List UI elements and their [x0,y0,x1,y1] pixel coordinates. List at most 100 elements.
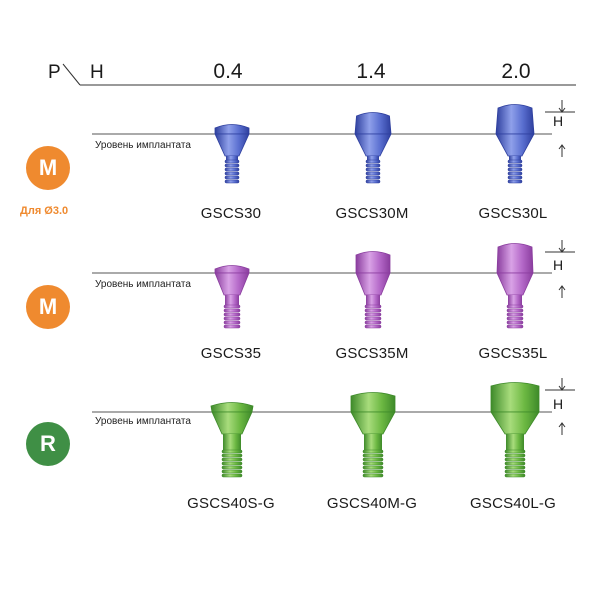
product-code-1-2: GSCS30M [335,205,409,222]
thread-2-3 [506,304,524,309]
thread-1-2 [365,167,381,172]
thread-2-2 [364,308,382,313]
thread-3-1 [221,473,243,478]
implant-level-label-2: Уровень имплантата [95,279,191,290]
thread-3-1 [221,457,243,462]
thread-1-2 [365,175,381,180]
abutment-cone-1-3 [495,133,535,157]
product-code-3-2: GSCS40M-G [326,495,418,512]
thread-3-3 [504,473,526,478]
column-header-1: 1.4 [356,60,386,83]
thread-2-3 [506,308,524,313]
thread-2-2 [364,324,382,329]
abutment-head-1-1 [214,124,250,135]
product-code-2-1: GSCS35 [200,345,262,362]
implant-level-label-3: Уровень имплантата [95,416,191,427]
implant-level-label-1: Уровень имплантата [95,140,191,151]
thread-1-1 [224,163,240,168]
h-marker-2: H [553,257,564,273]
thread-3-3 [504,453,526,458]
product-code-3-1: GSCS40S-G [187,495,275,512]
header-diagonal [62,63,81,86]
abutment-head-1-2 [354,112,392,135]
thread-2-2 [364,320,382,325]
thread-3-1 [221,461,243,466]
thread-3-3 [504,465,526,470]
thread-3-3 [504,457,526,462]
thread-2-2 [364,316,382,321]
h-arrowhead-bot-2 [558,285,566,291]
thread-2-3 [506,316,524,321]
thread-1-3 [507,171,523,176]
thread-3-3 [504,449,526,454]
column-header-2: 2.0 [501,60,531,83]
thread-2-1 [223,312,241,317]
abutment-head-2-3 [496,243,534,274]
thread-2-2 [364,312,382,317]
badge-row-2: M [26,285,70,329]
thread-1-3 [507,159,523,164]
thread-1-2 [365,159,381,164]
abutment-cone-1-1 [214,133,250,157]
badge-row-1: M [26,146,70,190]
badge-row-3: R [26,422,70,466]
product-code-1-3: GSCS30L [478,205,548,222]
abutment-shaft-2-3 [508,295,522,305]
thread-1-2 [365,179,381,184]
thread-1-3 [507,179,523,184]
thread-2-1 [223,324,241,329]
thread-2-3 [506,324,524,329]
thread-1-3 [507,175,523,180]
thread-2-1 [223,316,241,321]
thread-1-1 [224,159,240,164]
thread-1-1 [224,179,240,184]
abutment-head-1-3 [495,104,535,135]
thread-3-3 [504,461,526,466]
thread-1-3 [507,163,523,168]
thread-1-1 [224,175,240,180]
abutment-head-3-2 [350,392,396,413]
abutment-shaft-3-1 [223,434,241,450]
thread-2-2 [364,304,382,309]
thread-3-2 [362,469,384,474]
thread-2-1 [223,320,241,325]
abutment-shaft-1-3 [509,156,521,160]
thread-3-2 [362,461,384,466]
abutment-cone-3-3 [490,411,540,435]
thread-1-1 [224,171,240,176]
abutment-head-2-1 [214,265,250,274]
abutment-shaft-1-1 [226,156,238,160]
product-code-2-2: GSCS35M [335,345,409,362]
thread-1-1 [224,167,240,172]
h-arrowhead-bot-3 [558,422,566,428]
abutment-cone-2-1 [214,272,250,296]
abutment-shaft-2-1 [225,295,239,305]
badge-note-row-1: Для Ø3.0 [20,205,69,217]
abutment-shaft-1-2 [367,156,379,160]
thread-3-2 [362,453,384,458]
column-header-0: 0.4 [213,60,243,83]
p-label: P [48,62,61,83]
abutment-shaft-2-2 [366,295,380,305]
product-code-2-3: GSCS35L [478,345,548,362]
abutment-head-3-3 [490,382,540,413]
thread-1-3 [507,167,523,172]
thread-2-3 [506,320,524,325]
thread-2-1 [223,308,241,313]
abutment-cone-2-3 [496,272,534,296]
thread-2-1 [223,304,241,309]
thread-3-2 [362,473,384,478]
thread-3-2 [362,457,384,462]
product-code-1-1: GSCS30 [200,205,262,222]
h-marker-1: H [553,113,564,129]
abutment-head-3-1 [210,402,254,413]
abutment-cone-1-2 [354,133,392,157]
thread-2-3 [506,312,524,317]
product-code-3-3: GSCS40L-G [470,495,556,512]
thread-3-2 [362,465,384,470]
abutment-shaft-3-3 [506,434,524,450]
h-arrowhead-bot-1 [558,144,566,150]
thread-3-2 [362,449,384,454]
abutment-cone-2-2 [355,272,391,296]
